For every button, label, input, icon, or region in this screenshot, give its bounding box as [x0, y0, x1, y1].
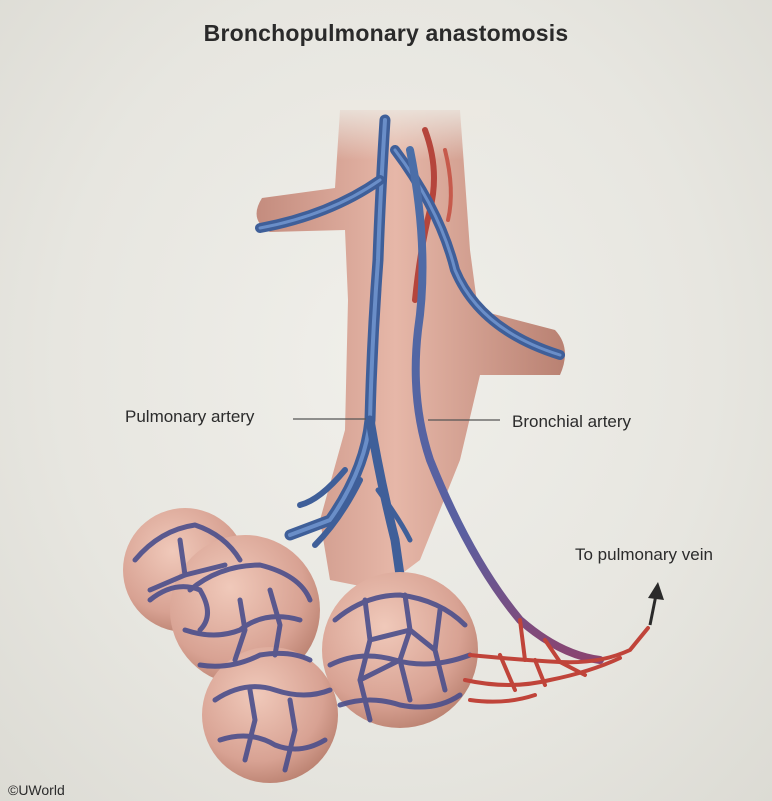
bronchus	[256, 100, 565, 590]
venous-capillaries	[463, 618, 650, 704]
copyright-notice: ©UWorld	[8, 782, 65, 798]
diagram-title: Bronchopulmonary anastomosis	[203, 20, 569, 46]
pulmonary-artery-label: Pulmonary artery	[125, 407, 255, 426]
capillary-network	[132, 522, 473, 773]
pulmonary-artery	[255, 114, 565, 580]
bronchial-artery-label: Bronchial artery	[512, 412, 632, 431]
arrow-up-icon	[648, 582, 664, 626]
to-pulmonary-vein-label: To pulmonary vein	[575, 545, 713, 564]
alveoli-cluster	[123, 508, 478, 783]
bronchial-artery	[406, 146, 604, 664]
